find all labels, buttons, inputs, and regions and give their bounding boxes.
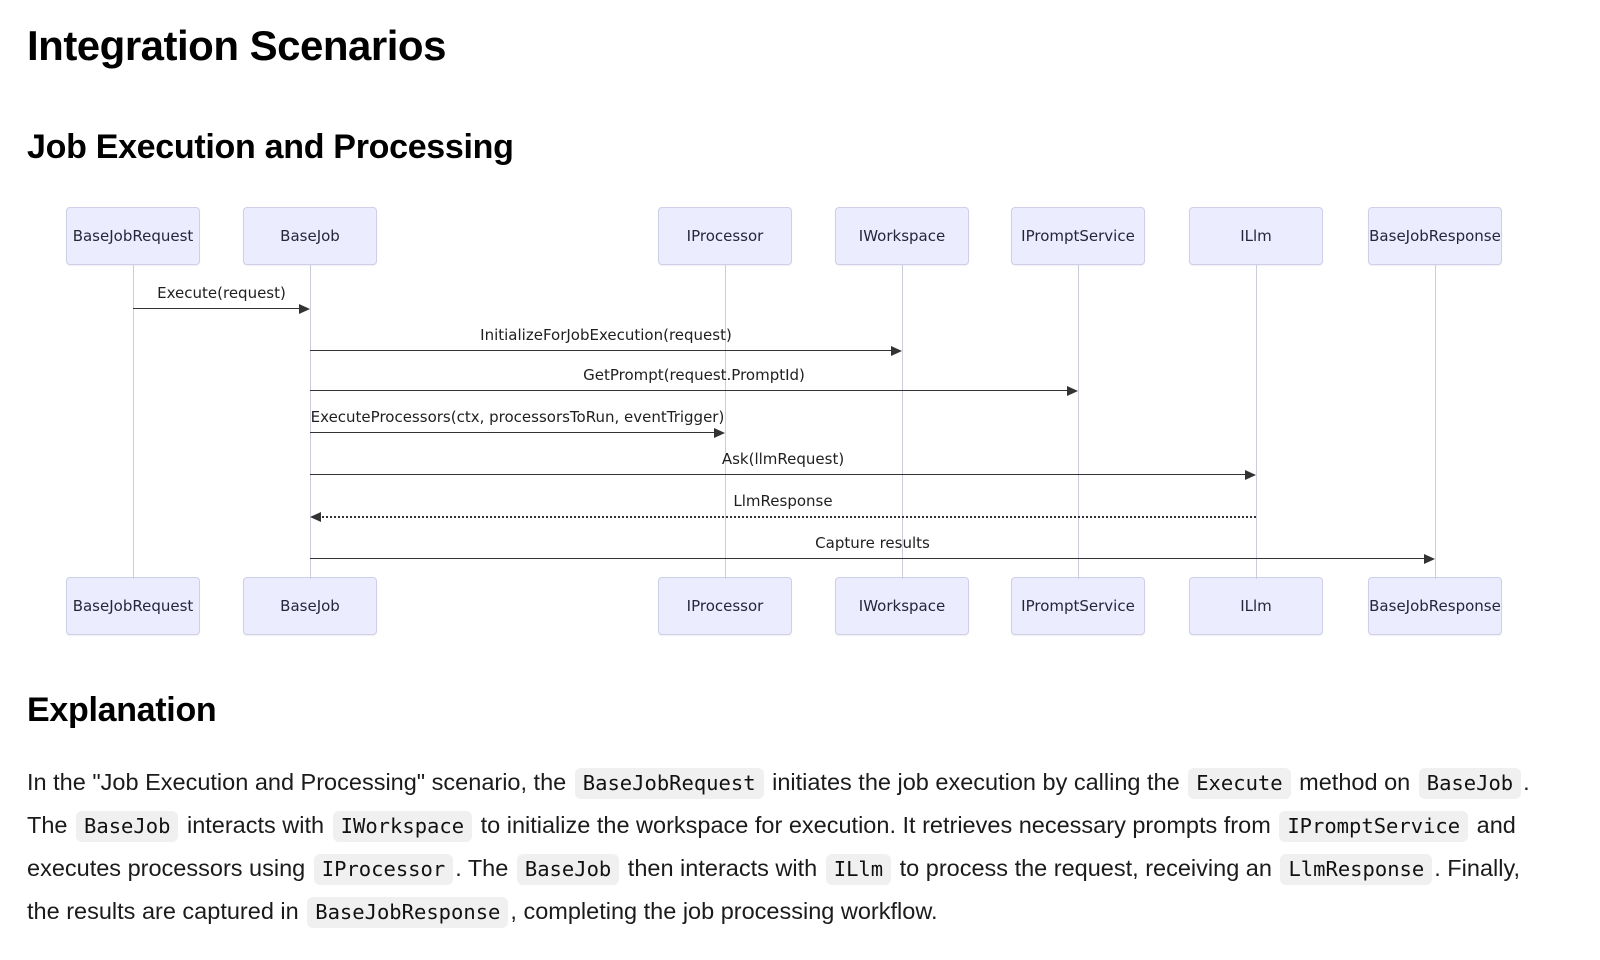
message-label: LlmResponse xyxy=(733,492,833,510)
participant-box-IPromptService: IPromptService xyxy=(1011,207,1145,265)
lifeline-BaseJob xyxy=(309,265,311,579)
participant-box-IWorkspace: IWorkspace xyxy=(835,577,969,635)
message-line xyxy=(310,474,1248,475)
participant-box-BaseJobRequest: BaseJobRequest xyxy=(66,577,200,635)
message-line xyxy=(310,390,1070,391)
lifeline-ILlm xyxy=(1255,265,1257,579)
lifeline-IPromptService xyxy=(1077,265,1079,579)
inline-code: IPromptService xyxy=(1279,811,1469,842)
participant-box-IProcessor: IProcessor xyxy=(658,577,792,635)
participant-box-BaseJobResponse: BaseJobResponse xyxy=(1368,577,1502,635)
inline-code: IProcessor xyxy=(313,854,454,885)
arrowhead-icon xyxy=(714,428,725,438)
message-line xyxy=(310,350,894,351)
page-title: Integration Scenarios xyxy=(27,22,446,69)
message-label: Execute(request) xyxy=(157,284,286,302)
participant-box-BaseJob: BaseJob xyxy=(243,577,377,635)
message-line xyxy=(310,558,1427,559)
inline-code: BaseJobRequest xyxy=(574,768,764,799)
inline-code: LlmResponse xyxy=(1280,854,1433,885)
inline-code: BaseJob xyxy=(76,811,179,842)
arrowhead-icon xyxy=(891,346,902,356)
inline-code: BaseJob xyxy=(516,854,620,885)
participant-box-BaseJob: BaseJob xyxy=(243,207,377,265)
participant-box-IPromptService: IPromptService xyxy=(1011,577,1145,635)
section-title-job-execution: Job Execution and Processing xyxy=(27,128,514,166)
lifeline-BaseJobRequest xyxy=(132,265,134,579)
inline-code: ILlm xyxy=(825,854,892,885)
message-label: GetPrompt(request.PromptId) xyxy=(583,366,805,384)
message-line xyxy=(310,432,717,433)
inline-code: BaseJob xyxy=(1418,768,1522,799)
message-label: Capture results xyxy=(815,534,930,552)
participant-box-BaseJobRequest: BaseJobRequest xyxy=(66,207,200,265)
message-label: ExecuteProcessors(ctx, processorsToRun, … xyxy=(310,408,725,426)
lifeline-IWorkspace xyxy=(901,265,903,579)
message-line xyxy=(318,516,1256,518)
lifeline-BaseJobResponse xyxy=(1434,265,1436,579)
message-label: InitializeForJobExecution(request) xyxy=(480,326,732,344)
section-title-explanation: Explanation xyxy=(27,691,217,729)
message-label: Ask(llmRequest) xyxy=(721,450,845,468)
explanation-paragraph: In the "Job Execution and Processing" sc… xyxy=(27,761,1549,933)
inline-code: IWorkspace xyxy=(332,811,473,842)
participant-box-BaseJobResponse: BaseJobResponse xyxy=(1368,207,1502,265)
participant-box-IWorkspace: IWorkspace xyxy=(835,207,969,265)
message-line xyxy=(133,308,302,309)
arrowhead-icon xyxy=(310,512,321,522)
arrowhead-icon xyxy=(299,304,310,314)
arrowhead-icon xyxy=(1424,554,1435,564)
participant-box-ILlm: ILlm xyxy=(1189,577,1323,635)
arrowhead-icon xyxy=(1245,470,1256,480)
lifeline-IProcessor xyxy=(724,265,726,579)
participant-box-IProcessor: IProcessor xyxy=(658,207,792,265)
inline-code: BaseJobResponse xyxy=(307,897,509,928)
inline-code: Execute xyxy=(1188,768,1291,799)
arrowhead-icon xyxy=(1067,386,1078,396)
participant-box-ILlm: ILlm xyxy=(1189,207,1323,265)
